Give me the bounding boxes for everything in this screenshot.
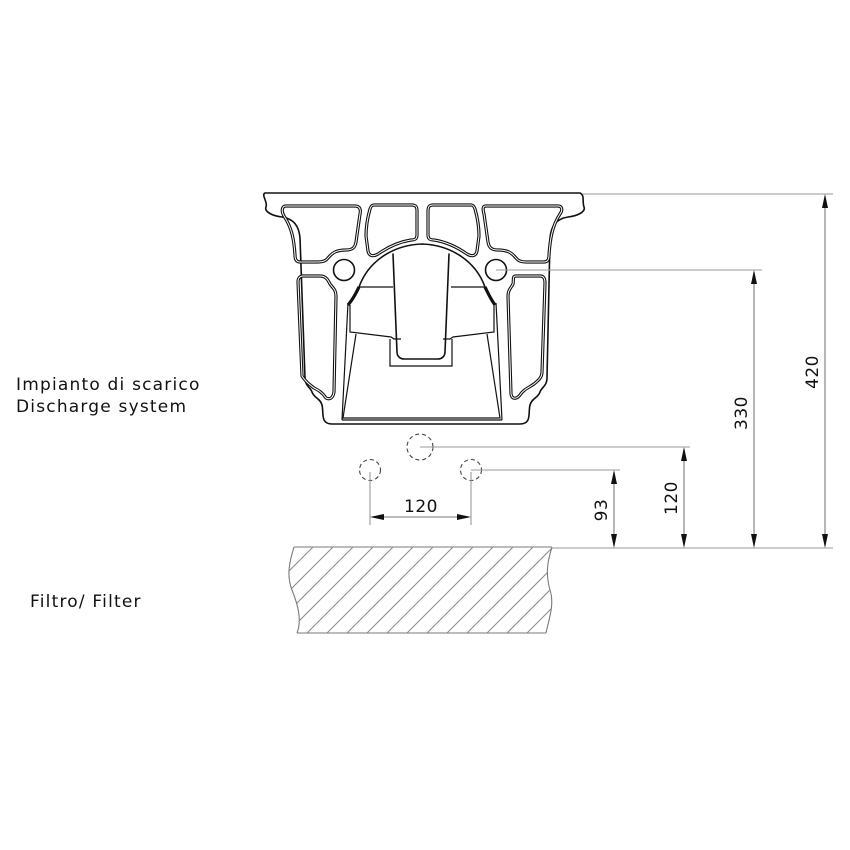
rib-cell-top-inner-right xyxy=(426,203,481,258)
rib-cell-top-inner-left xyxy=(364,203,419,258)
trap-box xyxy=(389,339,453,367)
dim-center-outlet-height: 120 xyxy=(662,481,682,515)
arch-shoulder-left xyxy=(346,286,361,307)
dim-fixing-height: 330 xyxy=(732,396,752,430)
lower-void xyxy=(342,333,501,419)
dimensions: 120 93 120 330 420 xyxy=(369,193,833,549)
label-discharge-system-it: Impianto di scarico xyxy=(16,375,201,395)
label-discharge-system-en: Discharge system xyxy=(16,397,188,417)
siphon-body xyxy=(349,305,401,340)
central-pipe xyxy=(392,253,450,360)
floor-outline xyxy=(288,546,553,634)
rib-cell-right-lower xyxy=(506,274,547,400)
label-filter: Filtro/ Filter xyxy=(30,592,142,612)
outlets xyxy=(358,433,483,482)
dim-total-height: 420 xyxy=(803,355,823,389)
dim-horizontal-spacing: 120 xyxy=(404,497,438,517)
central-arch xyxy=(358,243,486,288)
floor-hatching xyxy=(288,547,552,633)
fixing-hole-left xyxy=(332,258,356,282)
fixture-outline xyxy=(262,192,586,425)
fixture-front-view xyxy=(262,192,586,425)
arch-shoulder-right xyxy=(483,286,497,306)
dim-side-outlet-height: 93 xyxy=(592,499,612,522)
floor-section xyxy=(288,546,553,634)
rib-cell-top-left xyxy=(280,204,362,264)
